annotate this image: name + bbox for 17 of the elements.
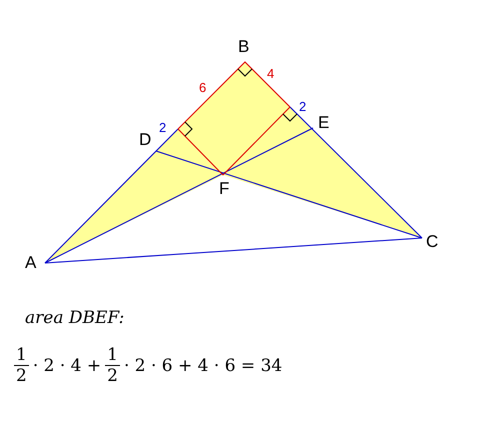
fraction-numerator: 1 — [106, 345, 119, 365]
point-label: C — [426, 233, 438, 250]
point-label: A — [25, 254, 36, 271]
length-label: 2 — [159, 121, 166, 134]
point-label: D — [139, 131, 152, 148]
length-label: 4 — [267, 67, 274, 80]
formula-text: · 2 · 6 + 4 · 6 = 34 — [124, 356, 282, 376]
fraction-denominator: 2 — [105, 365, 120, 386]
point-label: B — [238, 38, 250, 55]
fraction-denominator: 2 — [14, 365, 29, 386]
formula-heading: area DBEF: — [25, 308, 124, 328]
length-label: 2 — [299, 100, 306, 113]
length-label: 6 — [199, 81, 206, 94]
fraction-numerator: 1 — [15, 345, 28, 365]
point-label: E — [318, 114, 330, 131]
point-label: F — [219, 180, 230, 197]
formula-text: · 2 · 4 + — [32, 356, 102, 376]
